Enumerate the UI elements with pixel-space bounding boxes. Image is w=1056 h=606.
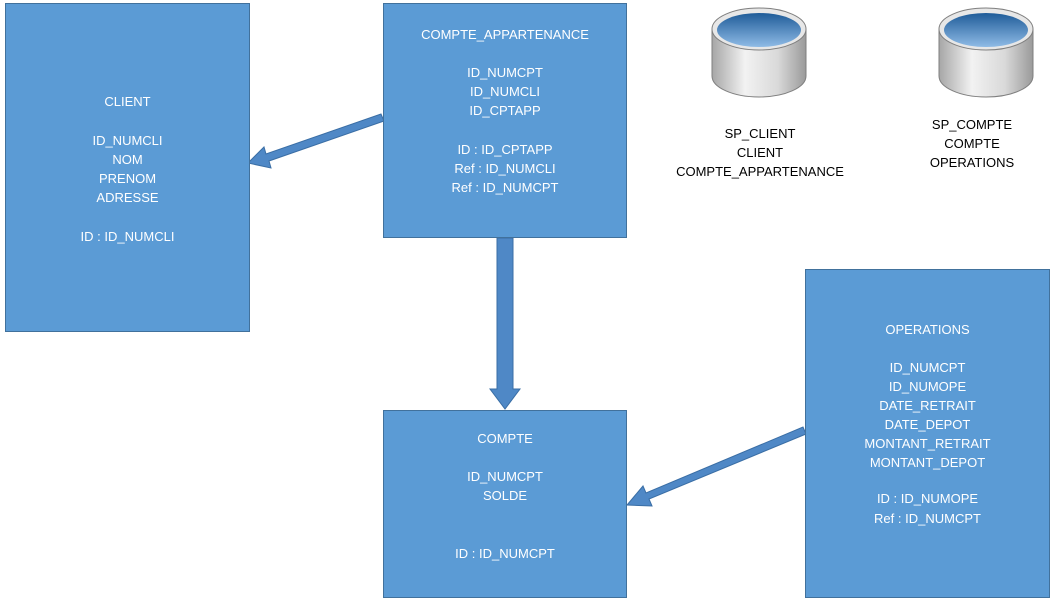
database-table: OPERATIONS [929,155,1015,170]
entity-field: ID_NUMCPT [467,65,543,80]
entity-compte-appartenance: COMPTE_APPARTENANCE ID_NUMCPT ID_NUMCLI … [383,3,627,238]
database-table: COMPTE [944,136,1000,151]
entity-field: MONTANT_DEPOT [869,455,986,470]
database-table: COMPTE_APPARTENANCE [676,164,844,179]
entity-field: ADRESSE [96,190,159,205]
arrow-compte-appartenance-to-compte [489,237,521,410]
entity-field: SOLDE [482,488,528,503]
database-label-sp-client: SP_CLIENT CLIENT COMPTE_APPARTENANCE [650,124,870,181]
entity-field: PRENOM [98,171,157,186]
entity-key: ID : ID_NUMOPE [876,491,979,506]
entity-title: COMPTE [477,431,533,446]
entity-key: ID : ID_CPTAPP [457,142,553,157]
database-label-sp-compte: SP_COMPTE COMPTE OPERATIONS [862,115,1056,172]
database-table: CLIENT [736,145,784,160]
entity-field: ID_NUMCPT [467,469,543,484]
entity-title: OPERATIONS [885,322,970,337]
entity-field: NOM [112,152,143,167]
entity-field: DATE_DEPOT [884,417,971,432]
entity-compte: COMPTE ID_NUMCPT SOLDE ID : ID_NUMCPT [383,410,627,598]
entity-field: ID_NUMCLI [92,133,163,148]
entity-title: COMPTE_APPARTENANCE [421,27,589,42]
entity-operations: OPERATIONS ID_NUMCPT ID_NUMOPE DATE_RETR… [805,269,1050,598]
entity-key: ID : ID_NUMCPT [455,546,555,561]
entity-key: Ref : ID_NUMCPT [874,511,981,526]
entity-field: DATE_RETRAIT [879,398,976,413]
entity-key: Ref : ID_NUMCPT [451,180,559,195]
database-name: SP_CLIENT [724,126,796,141]
entity-field: MONTANT_RETRAIT [864,436,991,451]
database-name: SP_COMPTE [931,117,1013,132]
entity-field: ID_NUMCPT [889,360,966,375]
entity-title: CLIENT [104,94,151,109]
arrow-operations-to-compte [625,426,807,507]
entity-key: ID : ID_NUMCLI [80,229,175,244]
arrow-compte-appartenance-to-client [246,113,385,169]
database-icon [711,7,807,98]
entity-field: ID_NUMCLI [469,84,541,99]
entity-field: ID_NUMOPE [888,379,967,394]
entity-client: CLIENT ID_NUMCLI NOM PRENOM ADRESSE ID :… [5,3,250,332]
database-icon [938,7,1034,98]
entity-field: ID_CPTAPP [469,103,541,118]
entity-key: Ref : ID_NUMCLI [454,161,556,176]
